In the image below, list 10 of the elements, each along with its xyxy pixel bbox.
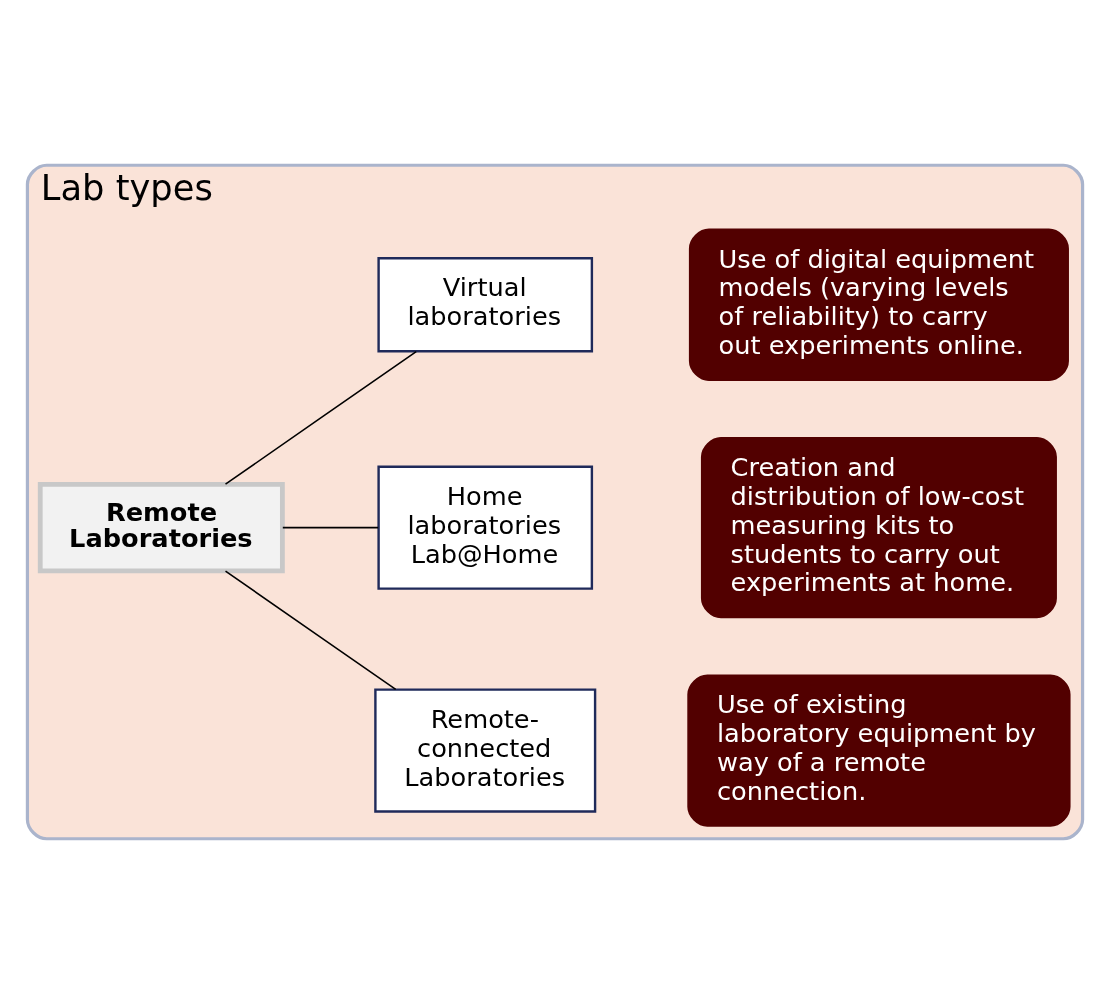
node-box: Virtual laboratories	[377, 256, 594, 352]
node-box: Creation and distribution of low-cost measuring kits to students to carry out experiments at home.	[700, 436, 1057, 618]
node-box: Use of existing laboratory equipment by way of a remote connection.	[687, 673, 1071, 827]
node-box: Use of digital equipment models (varying levels of reliability) to carry out experiments online.	[688, 228, 1069, 381]
node-box: Home laboratories Lab@Home	[377, 465, 594, 590]
connector	[224, 569, 397, 690]
node-box: Remote Laboratories	[37, 481, 285, 573]
connector	[224, 350, 417, 485]
connector	[282, 526, 379, 528]
node-box: Remote-connected Laboratories	[374, 687, 597, 813]
